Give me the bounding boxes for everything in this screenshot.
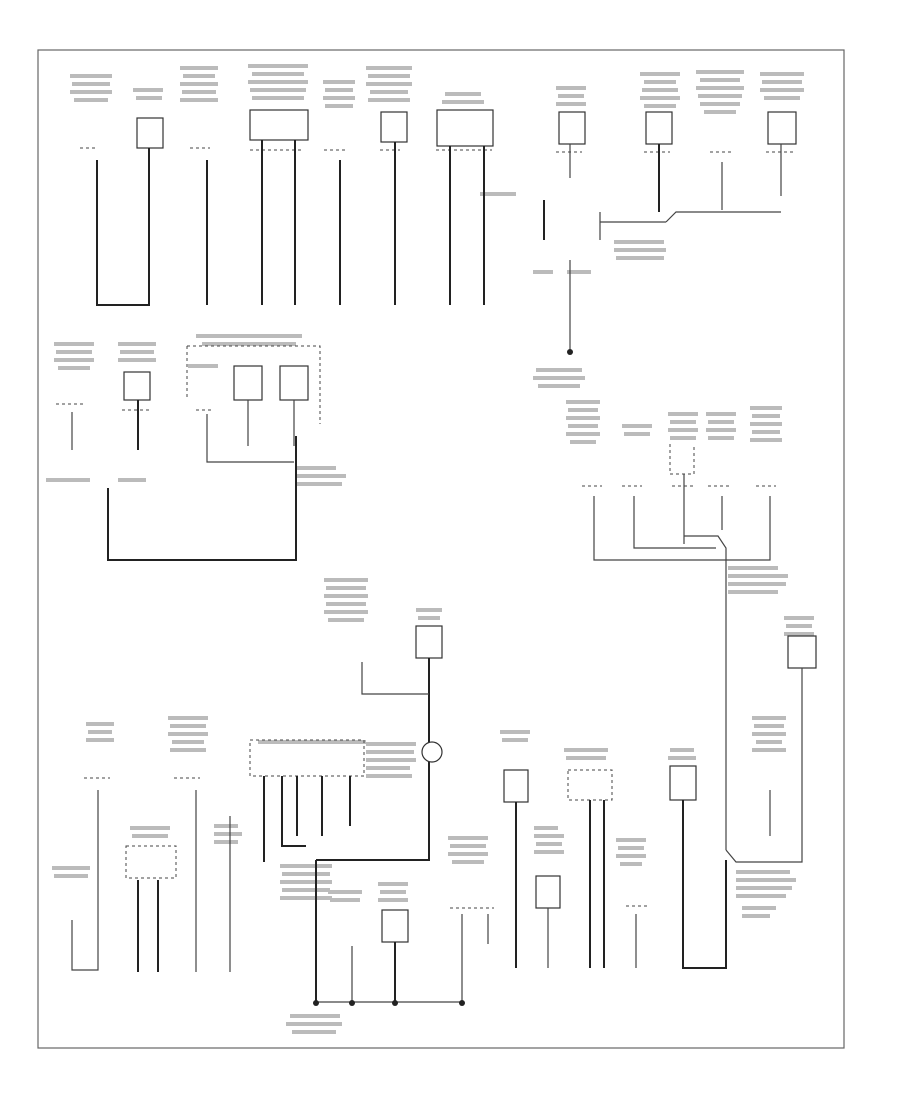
component-box [380,111,408,143]
diagram-frame [37,49,845,1049]
component-box [249,109,309,141]
component-circle [421,741,443,763]
label-blocks [70,64,804,388]
component-box [767,111,797,145]
component-box [381,909,409,943]
component-box [645,111,673,145]
component-box [787,635,817,669]
component-box [136,117,164,149]
component-box [279,365,309,401]
component-box [558,111,586,145]
component-box [436,109,494,147]
component-box [123,371,151,401]
lower-right-section [500,616,817,969]
component-box [233,365,263,401]
component-box [669,765,697,801]
component-box [535,875,561,909]
left-middle-section [46,334,346,561]
component-box [503,769,529,803]
component-box [415,625,443,659]
right-middle-section [566,400,788,850]
top-row-components [70,64,804,388]
lower-section [52,578,494,1034]
